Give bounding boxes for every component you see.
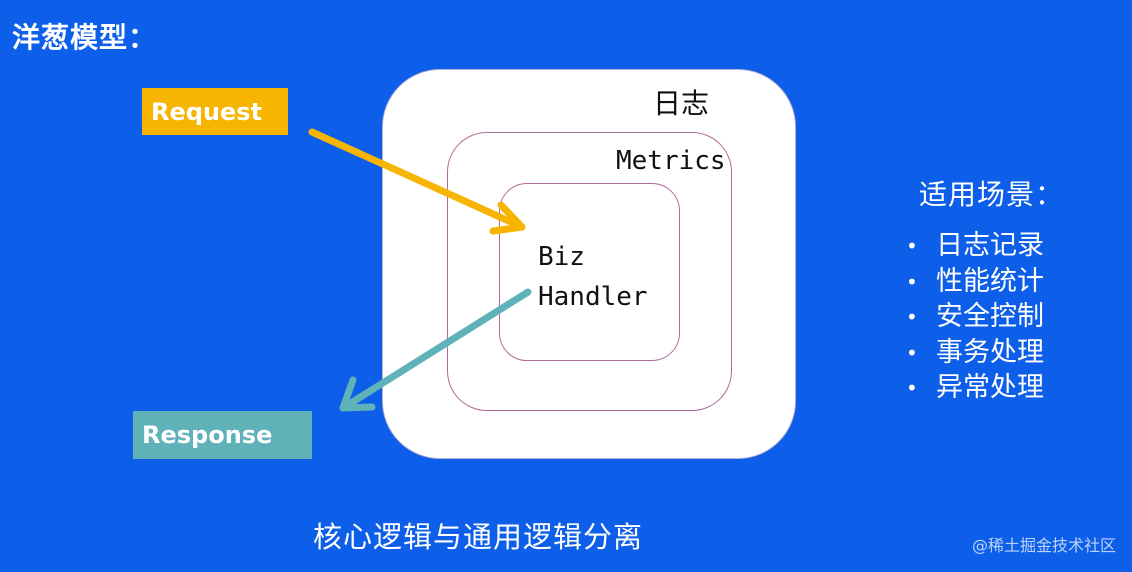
list-item: •性能统计 <box>906 264 1044 300</box>
bullet-icon: • <box>906 376 918 400</box>
inner-layer-label: Biz Handler <box>538 237 648 317</box>
list-item: •安全控制 <box>906 299 1044 335</box>
bullet-icon: • <box>906 269 918 294</box>
inner-layer-label-line1: Biz <box>538 242 585 272</box>
middle-layer-label: Metrics <box>616 146 726 176</box>
middle-layer-metrics <box>447 132 732 411</box>
bullet-icon: • <box>906 340 918 365</box>
bullet-icon: • <box>906 234 918 258</box>
page-title: 洋葱模型： <box>12 21 158 54</box>
inner-layer-label-line2: Handler <box>538 282 648 312</box>
request-tag: Request <box>142 88 288 135</box>
site-watermark: @稀土掘金技术社区 <box>971 536 1116 555</box>
list-item: •事务处理 <box>906 335 1044 371</box>
list-item: •异常处理 <box>906 370 1044 406</box>
inner-layer-biz-handler <box>499 183 680 361</box>
usage-list: •日志记录 •性能统计 •安全控制 •事务处理 •异常处理 <box>906 228 1044 406</box>
bullet-icon: • <box>906 305 918 329</box>
response-tag: Response <box>133 411 312 459</box>
list-item: •日志记录 <box>906 228 1044 264</box>
usage-heading: 适用场景： <box>919 178 1065 211</box>
caption: 核心逻辑与通用逻辑分离 <box>312 520 643 554</box>
outer-layer-label: 日志 <box>653 87 710 120</box>
